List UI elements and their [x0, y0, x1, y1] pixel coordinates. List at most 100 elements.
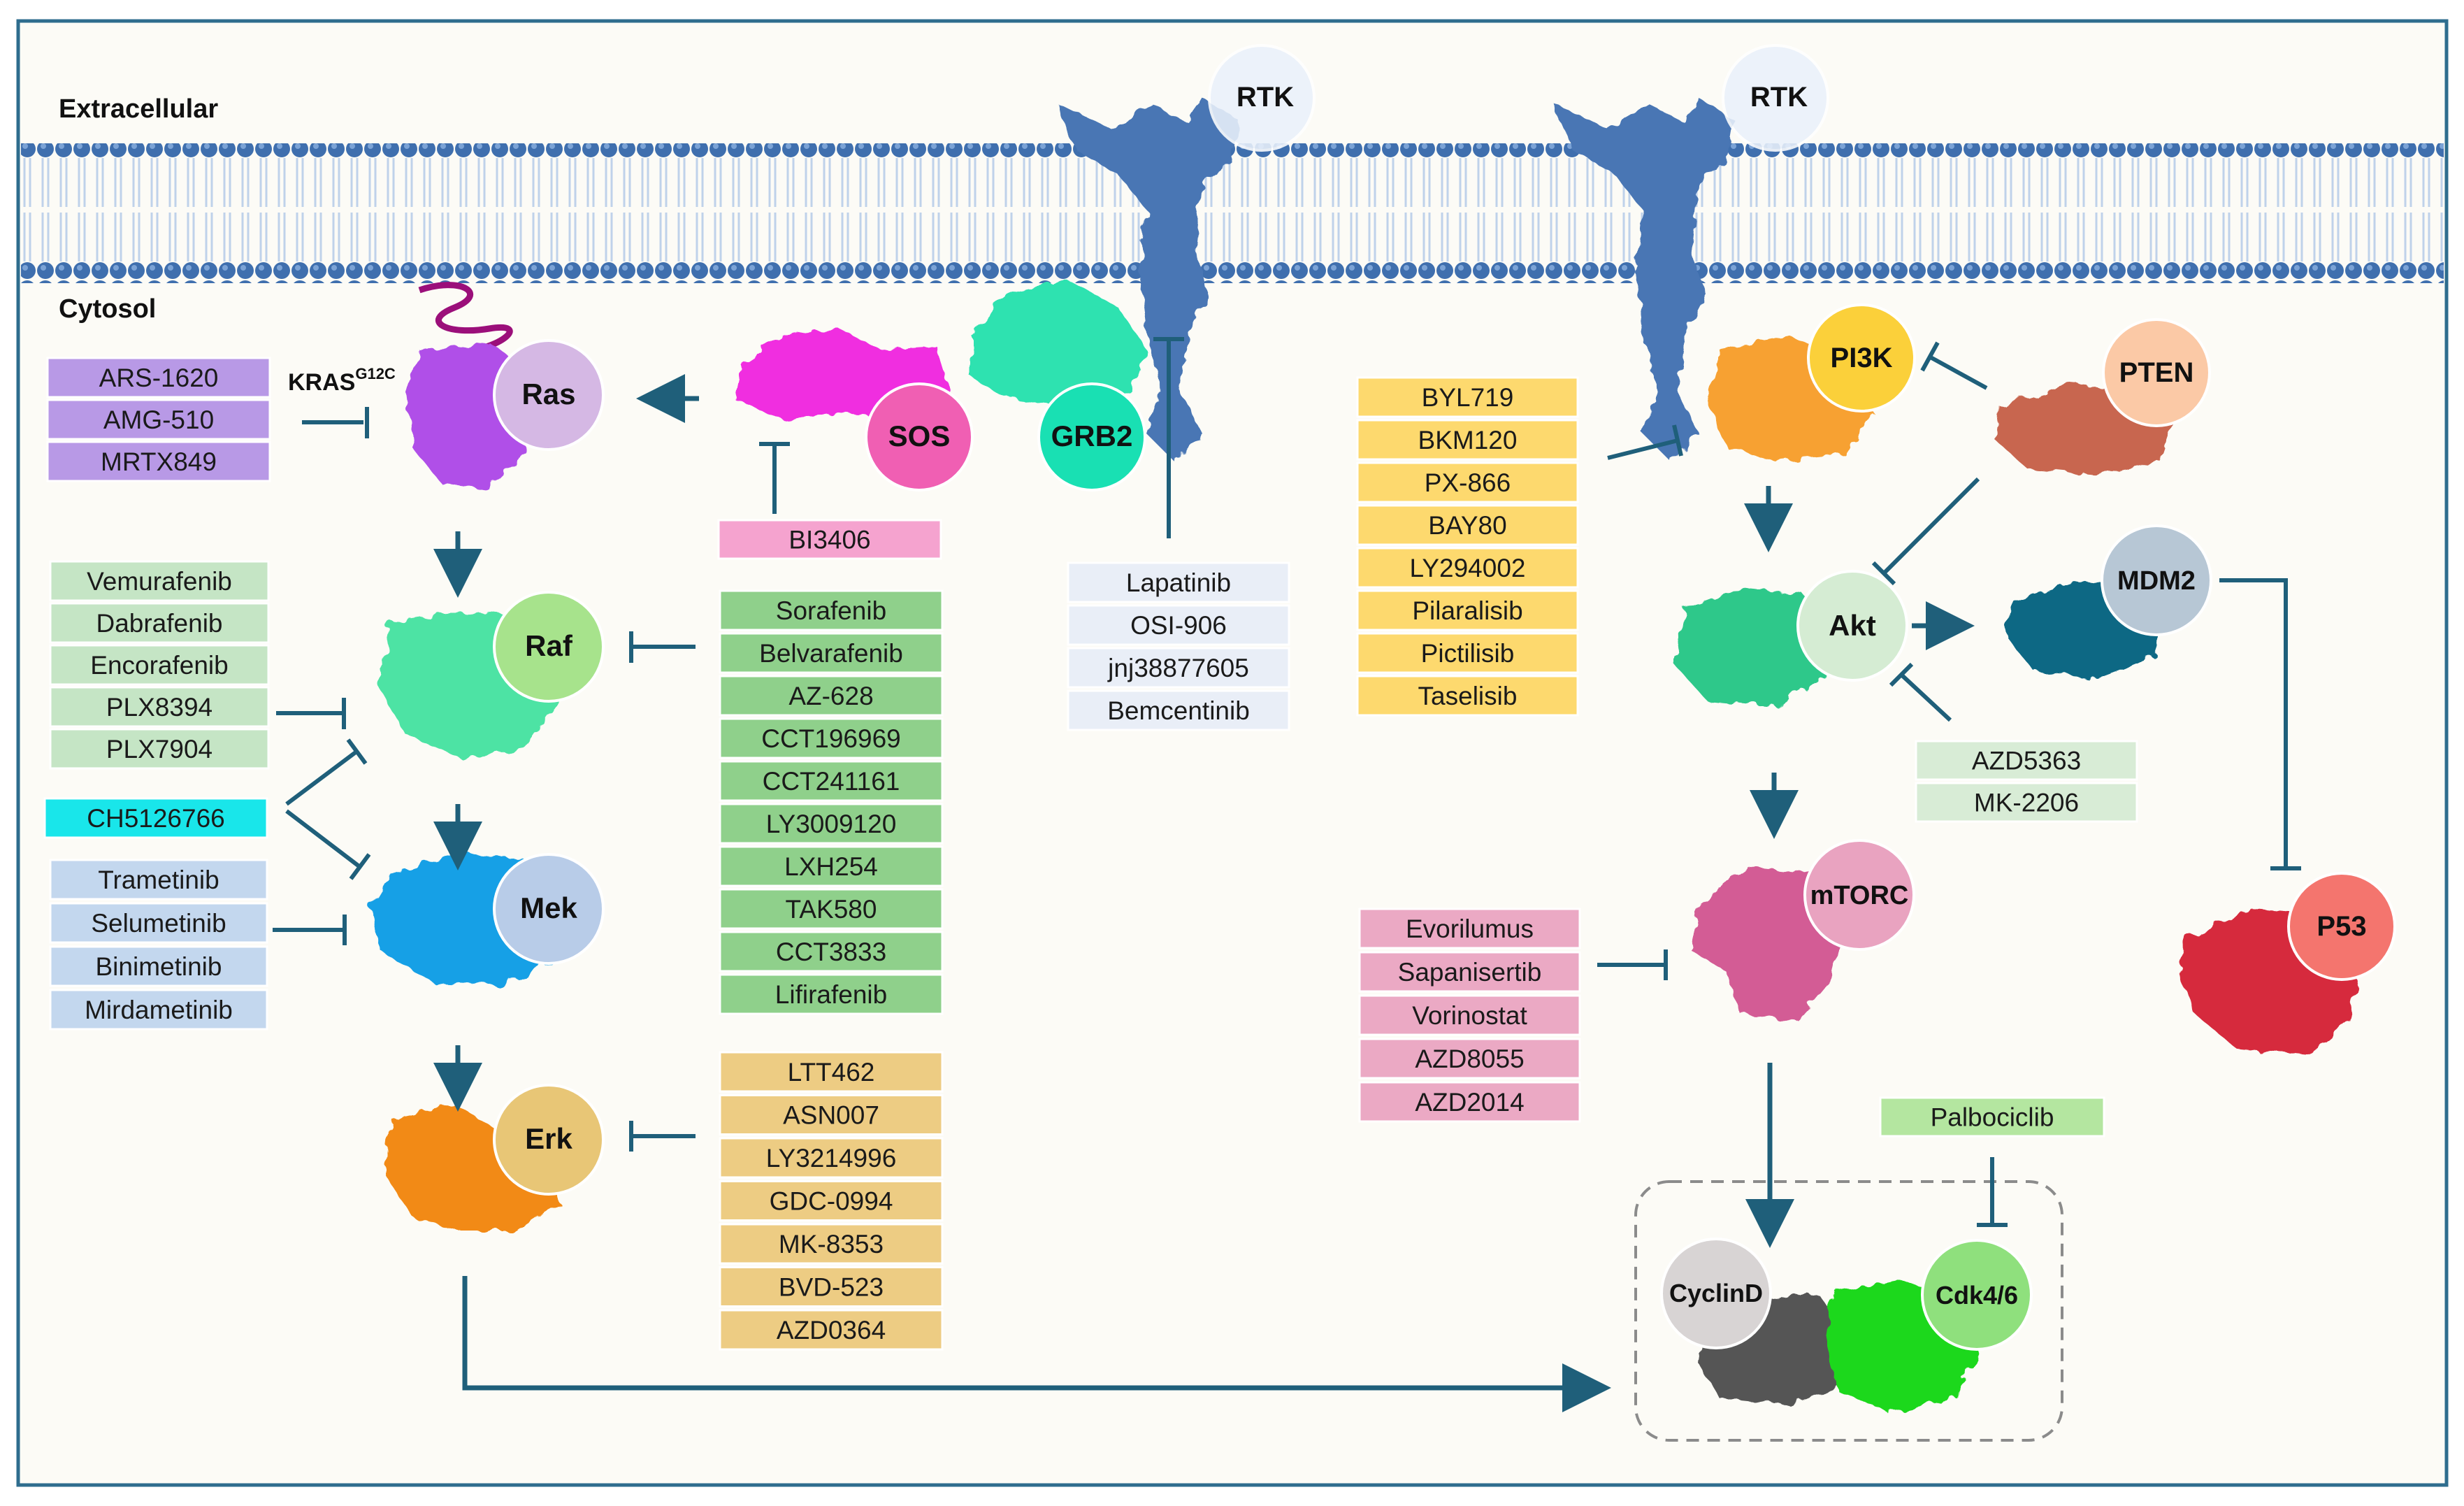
mtorc-circle	[1803, 839, 1915, 951]
inhibitor-label: LY3214996	[766, 1144, 897, 1172]
grb2-protein	[972, 280, 1146, 406]
akt-protein	[1674, 587, 1831, 706]
inhibitor-box	[719, 632, 944, 674]
inhibitor-label: MK-8353	[779, 1230, 884, 1258]
activation-arrows	[433, 374, 1975, 1412]
sos-label: SOS	[888, 419, 951, 452]
inhibitor-group-raf_left: VemurafenibDabrafenibEncorafenibPLX8394P…	[49, 560, 270, 770]
cell-membrane	[21, 143, 2444, 283]
cell-cycle-complex-box	[1634, 1180, 2063, 1442]
inhibitor-group-erk: LTT462ASN007LY3214996GDC-0994MK-8353BVD-…	[719, 1051, 944, 1351]
inhibitor-box	[1915, 782, 2138, 823]
inhibitor-box	[719, 717, 944, 759]
pten-label: PTEN	[2119, 357, 2194, 388]
inhibitor-box	[1358, 1038, 1581, 1080]
inhibitor-label: Dabrafenib	[96, 609, 222, 638]
mek-label: Mek	[520, 891, 577, 924]
p53-label: P53	[2317, 911, 2366, 942]
p53-circle	[2287, 872, 2396, 981]
mdm2-label: MDM2	[2117, 566, 2196, 596]
erk-circle	[493, 1084, 605, 1196]
inhibitor-label: AZD2014	[1415, 1088, 1524, 1117]
akt-label: Akt	[1829, 609, 1876, 642]
inhibitor-box	[1356, 675, 1579, 717]
rtk-label-left: RTK	[1237, 82, 1294, 113]
inhibitor-box	[49, 560, 270, 602]
inhibitor-label: LY294002	[1410, 554, 1526, 582]
inhibitor-label: ASN007	[783, 1101, 879, 1130]
inhibitor-groups: ARS-1620AMG-510MRTX849VemurafenibDabrafe…	[43, 357, 2138, 1351]
inhibitor-box	[1358, 951, 1581, 993]
inhibitor-box	[1067, 604, 1290, 646]
inhibitor-label: jnj38877605	[1107, 654, 1249, 682]
inhibitor-label: Lifirafenib	[775, 980, 887, 1009]
inhibitor-box	[46, 440, 271, 482]
inhibitor-group-sos: BI3406	[717, 519, 942, 560]
inhibitor-label: Evorilumus	[1406, 915, 1534, 943]
inhibitor-box	[49, 602, 270, 644]
inhibitor-box	[1356, 547, 1579, 589]
inhibitor-box	[1067, 561, 1290, 603]
kras-g12c-label: KRASG12C	[288, 365, 396, 396]
inhibitor-label: PLX7904	[106, 735, 212, 763]
inhibitor-label: LXH254	[784, 852, 878, 881]
inhibitor-label: Selumetinib	[91, 909, 226, 938]
inhibitor-box	[719, 1137, 944, 1179]
inhibitor-label: BI3406	[788, 526, 870, 554]
raf-label: Raf	[525, 629, 573, 662]
inhibitor-label: GDC-0994	[770, 1187, 893, 1216]
inhibitor-box	[1356, 376, 1579, 418]
inhibitor-box	[1067, 689, 1290, 731]
inhibitor-box	[1356, 461, 1579, 503]
grb2-circle	[1037, 382, 1146, 492]
inhibitor-box	[719, 1051, 944, 1093]
inhibitor-box	[1356, 419, 1579, 461]
rtk-circle-right	[1722, 44, 1829, 152]
sos-circle	[865, 382, 974, 492]
ras-circle	[493, 339, 605, 451]
inhibitor-label: AMG-510	[103, 406, 214, 434]
inhibitor-box	[49, 989, 268, 1031]
rtk-receptor-left	[1056, 98, 1237, 461]
inhibitor-label: MK-2206	[1974, 789, 2079, 817]
inhibitor-box	[46, 399, 271, 440]
inhibitor-label: Mirdametinib	[85, 996, 233, 1024]
inhibitor-box	[719, 1094, 944, 1135]
inhibitor-box	[1067, 647, 1290, 689]
inhibitor-box	[719, 1223, 944, 1265]
inhibitor-label: Pilaralisib	[1412, 596, 1522, 625]
inhibitor-label: Vemurafenib	[87, 567, 232, 596]
cytosol-label: Cytosol	[59, 294, 156, 324]
inhibitor-box	[719, 888, 944, 930]
inhibitor-box	[1879, 1096, 2105, 1138]
inhibitor-box	[49, 686, 270, 728]
inhibitor-box	[719, 931, 944, 973]
inhibitor-box	[49, 945, 268, 987]
inhibitor-box	[719, 675, 944, 717]
inhibitor-box	[719, 1309, 944, 1351]
inhibitor-label: BAY80	[1428, 511, 1506, 540]
arrow-erk-cellcycle	[462, 1276, 1611, 1412]
inhibitor-label: BYL719	[1422, 383, 1514, 412]
cyclind-circle	[1660, 1238, 1772, 1349]
inhibitor-box	[719, 803, 944, 845]
inhibitor-label: Palbociclib	[1931, 1103, 2054, 1132]
inhibitor-box	[719, 589, 944, 631]
inhibitor-label: PLX8394	[106, 693, 212, 722]
inhibitor-box	[1358, 1081, 1581, 1123]
rtk-circle-left	[1208, 44, 1316, 152]
cyclind-label: CyclinD	[1669, 1279, 1763, 1307]
inhibitor-box	[719, 973, 944, 1015]
cdk46-label: Cdk4/6	[1936, 1281, 2018, 1310]
inhibitor-label: Vorinostat	[1412, 1001, 1527, 1030]
mek-circle	[493, 853, 605, 965]
inhibitor-label: MRTX849	[101, 447, 217, 476]
inhibitor-label: AZD8055	[1415, 1045, 1524, 1073]
inhibitor-box	[49, 902, 268, 944]
inhibitor-label: CCT3833	[776, 938, 886, 966]
inhibition-lines	[273, 337, 2301, 1227]
inhibitor-label: Encorafenib	[90, 651, 228, 680]
inhibitor-box	[49, 644, 270, 686]
inhibitor-label: AZD0364	[777, 1316, 886, 1344]
